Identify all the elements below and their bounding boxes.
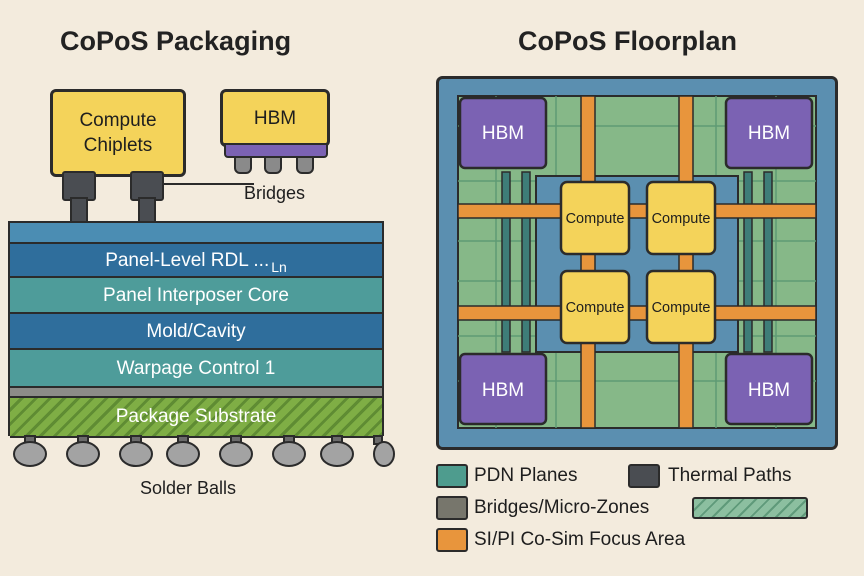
mold-cavity-label: Mold/Cavity (146, 321, 246, 342)
solder-ball (320, 441, 354, 467)
solder-ball (219, 441, 253, 467)
warpage-control-layer[interactable]: Warpage Control 1 (10, 348, 382, 388)
stack-right-edge (382, 221, 384, 436)
legend-label-pdn: PDN Planes (474, 465, 578, 486)
hbm-stack-block[interactable]: HBM (220, 89, 330, 147)
legend-swatch-hatched (692, 497, 808, 519)
package-substrate-label: Package Substrate (115, 406, 277, 427)
compute-label-tl: Compute (566, 211, 625, 227)
interposer-core-label: Panel Interposer Core (103, 285, 289, 306)
hbm-label-bl: HBM (482, 380, 524, 401)
hbm-block-tr (724, 96, 814, 170)
hbm-block-bl (458, 352, 548, 426)
solder-ball (66, 441, 100, 467)
stack-left-edge (8, 221, 10, 436)
compute-chiplet-label-1: Compute (79, 110, 157, 131)
legend-label-sipi: SI/PI Co-Sim Focus Area (474, 529, 686, 550)
rdl-layer-subscript: Ln (271, 259, 287, 275)
floorplan-title: CoPoS Floorplan (518, 26, 737, 56)
compute-block-tr (645, 180, 717, 256)
compute-chiplet-label-2: Chiplets (83, 135, 153, 156)
compute-block-bl (559, 269, 631, 345)
legend-swatch-bridges (436, 496, 468, 520)
packaging-title: CoPoS Packaging (60, 26, 292, 56)
solder-ball (272, 441, 306, 467)
hbm-stack-label: HBM (253, 107, 297, 129)
solder-ball-row (13, 435, 395, 467)
floorplan-diagram: HBM HBM HBM HBM Compute Compute Compute … (436, 76, 838, 450)
hbm-block-br (724, 352, 814, 426)
compute-label-br: Compute (652, 300, 711, 316)
thermal-paths (501, 171, 773, 353)
compute-connector-right (130, 171, 164, 201)
solder-ball (119, 441, 153, 467)
hbm-bump-3 (296, 156, 314, 174)
interposer-core-layer[interactable]: Panel Interposer Core (10, 276, 382, 314)
sipi-focus-bands (457, 95, 817, 429)
mold-cavity-layer[interactable]: Mold/Cavity (10, 312, 382, 350)
compute-block-tl (559, 180, 631, 256)
legend-label-thermal: Thermal Paths (668, 465, 792, 486)
solder-ball (13, 441, 47, 467)
hbm-label-br: HBM (748, 380, 790, 401)
solder-balls-label: Solder Balls (140, 478, 237, 498)
legend-label-bridges: Bridges/Micro-Zones (474, 497, 650, 518)
compute-chiplet-block[interactable]: Compute Chiplets (50, 89, 186, 177)
legend-swatch-thermal (628, 464, 660, 488)
hbm-block-tl (458, 96, 548, 170)
bridges-leader-line (162, 183, 254, 185)
rdl-layer[interactable]: Panel-Level RDL ...Ln (10, 242, 382, 278)
package-substrate-layer[interactable]: Package Substrate (10, 396, 382, 438)
adhesive-layer (10, 386, 382, 398)
legend-swatch-pdn (436, 464, 468, 488)
hbm-bump-1 (234, 156, 252, 174)
compute-label-bl: Compute (566, 300, 625, 316)
top-passivation-layer (10, 221, 382, 244)
compute-block-br (645, 269, 717, 345)
compute-label-tr: Compute (652, 211, 711, 227)
bridges-label: Bridges (244, 183, 306, 203)
hbm-label-tl: HBM (482, 123, 524, 144)
hbm-label-tr: HBM (748, 123, 790, 144)
warpage-control-label: Warpage Control 1 (116, 358, 276, 379)
solder-ball (166, 441, 200, 467)
rdl-layer-label: Panel-Level RDL ... (105, 250, 270, 271)
legend-swatch-sipi (436, 528, 468, 552)
solder-ball (373, 441, 395, 467)
hbm-bump-2 (264, 156, 282, 174)
